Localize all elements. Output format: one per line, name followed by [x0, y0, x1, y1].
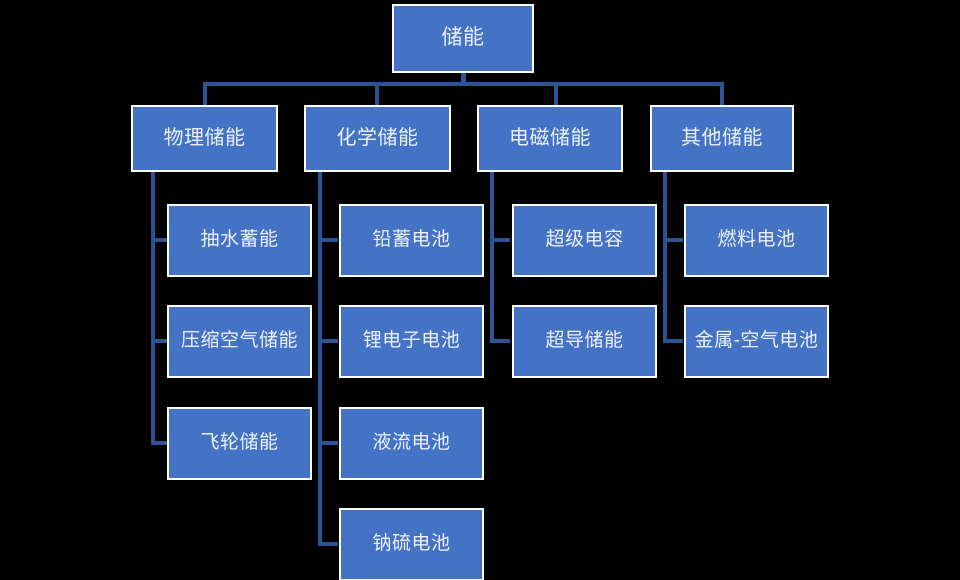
- node-label: 抽水蓄能: [200, 229, 279, 251]
- node-compressed-air-storage[interactable]: 压缩空气储能: [167, 305, 312, 378]
- connector-electromagnetic-stub-2: [490, 339, 510, 343]
- node-label: 其他储能: [681, 126, 763, 149]
- connector-chemical-trunk: [318, 170, 322, 545]
- connector-bus-to-physical: [203, 82, 207, 107]
- node-label: 铅蓄电池: [372, 229, 451, 251]
- node-label: 储能: [441, 26, 485, 50]
- node-label: 物理储能: [163, 126, 246, 149]
- connector-level2-bus: [203, 82, 724, 86]
- connector-chemical-stub-2: [318, 339, 338, 343]
- node-label: 超级电容: [545, 229, 624, 251]
- node-other-storage[interactable]: 其他储能: [650, 105, 794, 172]
- connector-electromagnetic-stub-1: [490, 238, 510, 242]
- node-label: 燃料电池: [717, 229, 796, 251]
- connector-bus-to-electromagnetic: [554, 82, 558, 107]
- connector-chemical-stub-4: [318, 542, 338, 546]
- connector-root-drop: [461, 73, 466, 86]
- connector-chemical-stub-1: [318, 238, 338, 242]
- node-label: 电磁储能: [509, 126, 591, 149]
- connector-other-stub-1: [663, 238, 683, 242]
- connector-bus-to-chemical: [375, 82, 379, 107]
- connector-physical-stub-3: [151, 441, 171, 445]
- node-label: 压缩空气储能: [180, 330, 298, 352]
- node-lithium-battery[interactable]: 锂电子电池: [339, 305, 484, 378]
- node-metal-air-battery[interactable]: 金属-空气电池: [684, 305, 829, 378]
- node-superconducting-storage[interactable]: 超导储能: [512, 305, 657, 378]
- node-flow-battery[interactable]: 液流电池: [339, 407, 484, 480]
- node-electromagnetic-storage[interactable]: 电磁储能: [477, 105, 623, 172]
- node-label: 锂电子电池: [362, 330, 461, 352]
- node-fuel-cell[interactable]: 燃料电池: [684, 204, 829, 277]
- node-flywheel-storage[interactable]: 飞轮储能: [167, 407, 312, 480]
- node-label: 金属-空气电池: [694, 330, 819, 352]
- node-pumped-hydro-storage[interactable]: 抽水蓄能: [167, 204, 312, 277]
- connector-physical-stub-2: [151, 339, 171, 343]
- node-label: 液流电池: [372, 432, 451, 454]
- node-lead-acid-battery[interactable]: 铅蓄电池: [339, 204, 484, 277]
- node-label: 钠硫电池: [372, 533, 451, 555]
- node-label: 化学储能: [336, 126, 419, 149]
- connector-chemical-stub-3: [318, 441, 338, 445]
- node-root-energy-storage[interactable]: 储能: [392, 4, 534, 73]
- node-label: 超导储能: [545, 330, 624, 352]
- connector-physical-trunk: [151, 170, 155, 445]
- connector-bus-to-other: [720, 82, 724, 107]
- connector-electromagnetic-trunk: [490, 170, 494, 343]
- node-label: 飞轮储能: [200, 432, 279, 454]
- node-physical-storage[interactable]: 物理储能: [131, 105, 278, 172]
- connector-physical-stub-1: [151, 238, 171, 242]
- connector-other-trunk: [663, 170, 667, 343]
- node-sodium-sulfur-battery[interactable]: 钠硫电池: [339, 508, 484, 580]
- node-supercapacitor[interactable]: 超级电容: [512, 204, 657, 277]
- connector-other-stub-2: [663, 339, 683, 343]
- node-chemical-storage[interactable]: 化学储能: [304, 105, 451, 172]
